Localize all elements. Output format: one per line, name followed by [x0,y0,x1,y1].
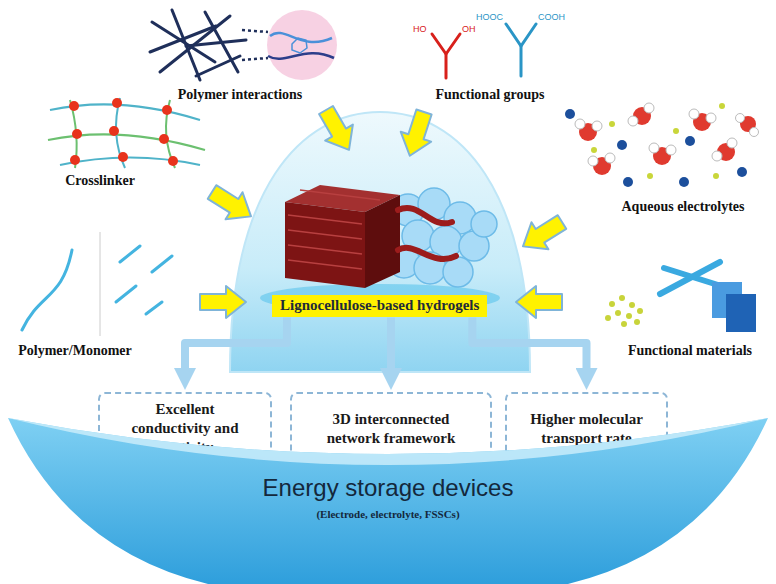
item-label: Functional materials [628,343,752,360]
crosslink-points [69,98,178,166]
band-subtitle: (Electrode, electrolyte, FSSCs) [8,508,768,520]
separator-line [100,232,101,336]
item-label: Crosslinker [65,173,135,190]
sheets [712,282,756,332]
input-arrows [200,102,570,318]
lignocellulose-block [285,185,456,288]
flow-arrow [387,318,395,369]
chemical-group: COOH [538,12,565,22]
chemical-group: HO [413,24,427,34]
ions [565,103,747,187]
chemical-group: OH [462,24,476,34]
item-label: Functional groups [435,87,544,104]
highlight-label: Lignocellulose-based hydrogels [272,295,487,317]
water-molecules [575,103,759,175]
polymer-chains [242,30,334,60]
polymer-chains-cyan [22,246,172,330]
flow-arrow [472,318,586,369]
base-band: Energy storage devices (Electrode, electr… [8,400,768,584]
chemical-group: HOOC [476,12,503,22]
crosslinked-network [48,98,205,168]
blue-spheres [388,188,497,287]
flow-arrow [185,318,287,369]
item-label: Polymer interactions [178,87,303,104]
node-text: Lignocellulose-based hydrogels [280,296,479,316]
node-text: 3D interconnected network framework [306,410,476,448]
item-label: Aqueous electrolytes [622,199,745,216]
polymer-network [150,10,246,80]
interaction-zoom [267,10,337,80]
nanoparticles [605,295,643,327]
functional-group-blue [506,24,536,76]
band-title: Energy storage devices [8,474,768,502]
item-label: Polymer/Monomer [18,343,132,360]
functional-group-red [432,34,460,78]
hydrogel-dome [230,112,530,372]
